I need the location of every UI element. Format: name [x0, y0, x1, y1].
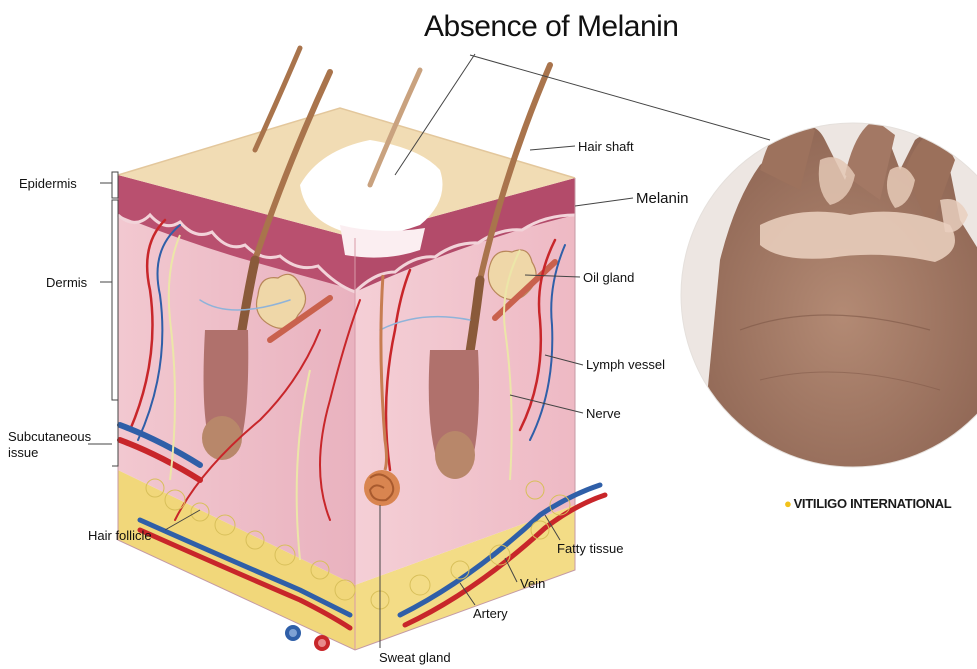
- brand-name: VITILIGO INTERNATIONAL: [794, 496, 952, 511]
- label-hair-follicle: Hair follicle: [88, 528, 152, 543]
- label-subcutaneous: Subcutaneous: [8, 429, 91, 444]
- label-subcutaneous-2: issue: [8, 445, 38, 460]
- label-oil-gland: Oil gland: [583, 270, 634, 285]
- label-artery: Artery: [473, 606, 508, 621]
- label-vein: Vein: [520, 576, 545, 591]
- label-melanin: Melanin: [636, 190, 689, 207]
- label-epidermis: Epidermis: [19, 176, 77, 191]
- label-fatty-tissue: Fatty tissue: [557, 541, 623, 556]
- label-sweat-gland: Sweat gland: [379, 650, 451, 665]
- brand-mark-icon: ●: [784, 496, 792, 511]
- diagram-title: Absence of Melanin: [424, 10, 679, 44]
- label-hair-shaft: Hair shaft: [578, 139, 634, 154]
- label-lymph-vessel: Lymph vessel: [586, 357, 665, 372]
- label-nerve: Nerve: [586, 406, 621, 421]
- brand-logo: ●VITILIGO INTERNATIONAL: [784, 496, 951, 511]
- vitiligo-hand-photo: [680, 120, 977, 470]
- label-dermis: Dermis: [46, 275, 87, 290]
